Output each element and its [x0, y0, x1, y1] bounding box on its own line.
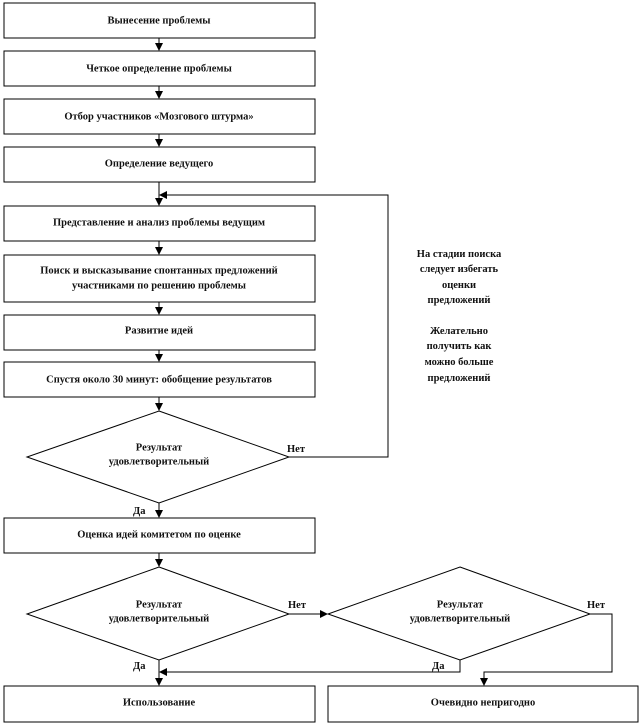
box-leader-selection: Определение ведущего [3, 146, 316, 183]
decision-label-line1: Результат [136, 442, 183, 453]
side-note: На стадии поиска следует избегать оценки… [417, 249, 502, 384]
label-yes-2: Да [133, 661, 146, 672]
box-label: Спустя около 30 минут: обобщение результ… [46, 374, 272, 385]
box-label: Оценка идей комитетом по оценке [77, 529, 241, 540]
box-problem-presentation: Представление и анализ проблемы ведущим [3, 205, 316, 242]
box-idea-search: Поиск и высказывание спонтанных предложе… [3, 254, 316, 303]
box-participant-selection: Отбор участников «Мозгового штурма» [3, 98, 316, 135]
label-no-3: Нет [587, 600, 606, 611]
decision-result-2: Результат удовлетворительный [25, 566, 291, 661]
box-label-line2: участниками по решению проблемы [72, 280, 246, 291]
note-line: Желательно [430, 326, 488, 337]
box-idea-development: Развитие идей [3, 314, 316, 351]
box-label: Определение ведущего [105, 158, 214, 169]
note-line: предложений [428, 295, 491, 306]
note-line: можно больше [425, 357, 494, 368]
box-problem-statement: Вынесение проблемы [3, 2, 316, 39]
decision-result-3: Результат удовлетворительный [326, 566, 592, 661]
decision-label-line1: Результат [136, 599, 183, 610]
box-label: Использование [123, 697, 196, 708]
box-label: Развитие идей [125, 325, 193, 336]
box-problem-definition: Четкое определение проблемы [3, 50, 316, 87]
label-no-2: Нет [288, 600, 307, 611]
box-usage: Использование [3, 685, 316, 723]
box-label: Отбор участников «Мозгового штурма» [64, 111, 253, 122]
label-yes-1: Да [133, 506, 146, 517]
decision-label-line2: удовлетворительный [109, 613, 209, 624]
box-label: Четкое определение проблемы [86, 63, 232, 74]
decision-label-line2: удовлетворительный [410, 613, 510, 624]
decision-result-1: Результат удовлетворительный [25, 410, 291, 504]
box-label: Очевидно непригодно [431, 697, 535, 708]
decision-label-line2: удовлетворительный [109, 456, 209, 467]
arrow-d1-no-loop [159, 191, 389, 458]
connectors [155, 38, 613, 686]
box-unsuitable: Очевидно непригодно [327, 685, 639, 723]
box-label-line1: Поиск и высказывание спонтанных предложе… [40, 265, 277, 276]
box-summary: Спустя около 30 минут: обобщение результ… [3, 361, 316, 398]
decision-label-line1: Результат [437, 599, 484, 610]
note-line: оценки [442, 280, 476, 291]
box-idea-evaluation: Оценка идей комитетом по оценке [3, 517, 316, 554]
arrow-d3-yes [159, 660, 461, 676]
note-line: На стадии поиска [417, 249, 502, 260]
label-no-1: Нет [287, 444, 306, 455]
label-yes-3: Да [432, 661, 445, 672]
note-line: следует избегать [420, 264, 499, 275]
note-line: получить как [427, 341, 493, 352]
arrow-d3-no [480, 613, 613, 686]
box-label: Представление и анализ проблемы ведущим [53, 217, 265, 228]
box-label: Вынесение проблемы [108, 15, 211, 26]
note-line: предложений [428, 373, 491, 384]
